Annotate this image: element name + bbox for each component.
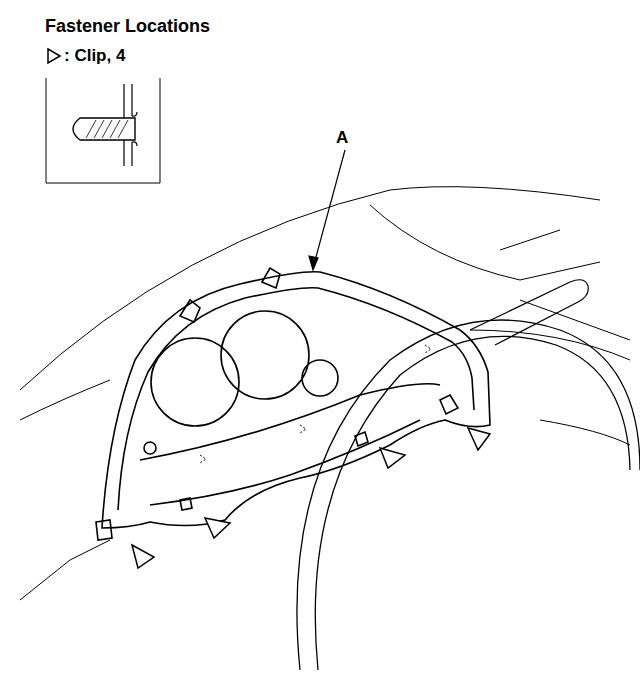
cluster-bezel — [96, 268, 490, 540]
clip-symbol — [46, 47, 62, 65]
legend-text: : Clip, 4 — [64, 46, 125, 66]
clip-detail — [46, 78, 160, 183]
legend-row: : Clip, 4 — [46, 46, 125, 66]
steering-wheel — [297, 320, 640, 670]
dashboard — [20, 187, 630, 600]
steering-column — [470, 280, 588, 345]
leader-line — [309, 150, 345, 270]
title: Fastener Locations — [45, 16, 210, 37]
clip-marker — [132, 428, 490, 568]
part-label: A — [336, 128, 348, 148]
